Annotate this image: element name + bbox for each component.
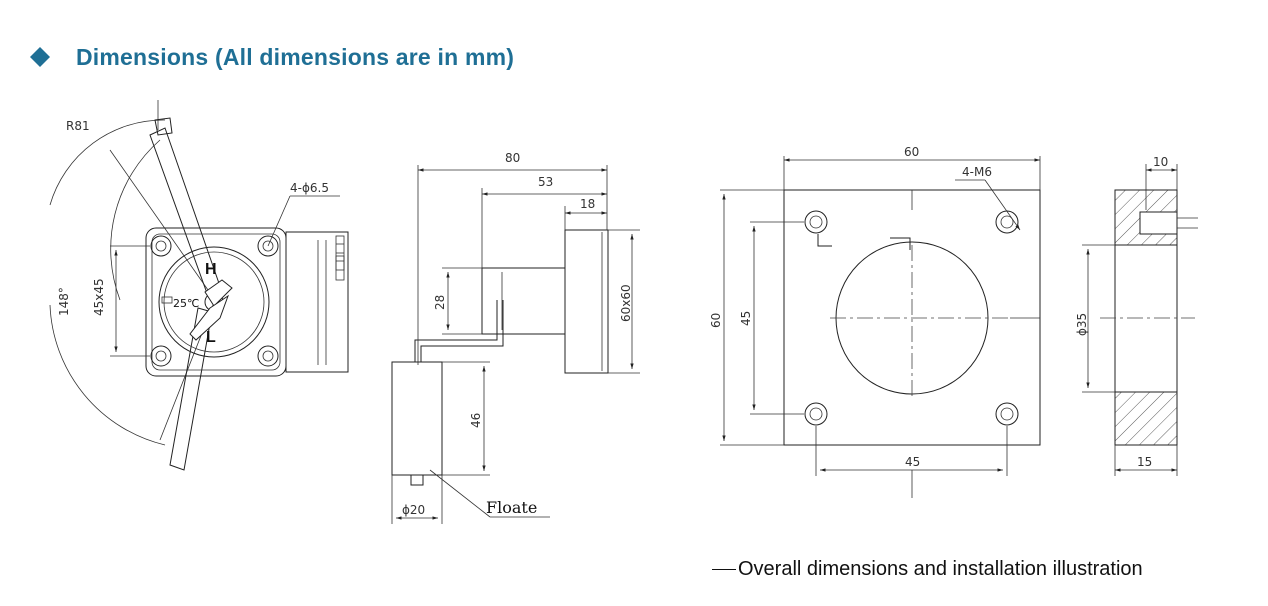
flange-plate <box>783 189 1041 446</box>
mount-hole <box>257 235 279 257</box>
temperature-mark: 25℃ <box>173 297 199 310</box>
front-view: H L 25℃ 45x45 R81 148° 4-ϕ6.5 <box>49 100 349 471</box>
holes-label: 4-ϕ6.5 <box>290 181 329 195</box>
float-body <box>391 361 443 476</box>
terminal-block <box>285 231 349 373</box>
stem-height-label: 28 <box>433 295 447 310</box>
flange-width-label: 60 <box>904 145 919 159</box>
head-size-label: 60x60 <box>619 284 633 322</box>
flange-height-label: 60 <box>709 313 723 328</box>
high-mark: H <box>205 261 217 278</box>
angle-label: 148° <box>57 287 71 316</box>
radius-leader <box>109 149 216 301</box>
low-mark: L <box>206 329 216 346</box>
needle-upper <box>204 279 233 307</box>
gauge-head <box>564 229 609 374</box>
head-length-label: 18 <box>580 197 595 211</box>
caption-dash <box>712 569 736 571</box>
thread-hole <box>995 402 1019 426</box>
bore-label: ϕ35 <box>1075 313 1089 336</box>
flange-front-view: 60 60 45 45 4-M6 <box>709 145 1041 498</box>
page-title: Dimensions (All dimensions are in mm) <box>76 43 515 70</box>
overall-length-label: 80 <box>505 151 520 165</box>
diamond-icon <box>30 47 50 67</box>
mount-hole <box>150 345 172 367</box>
caption-text: Overall dimensions and installation illu… <box>738 558 1143 580</box>
body-length-label: 53 <box>538 175 553 189</box>
radius-arc-bottom <box>49 304 166 446</box>
float-diameter-label: ϕ20 <box>402 503 425 517</box>
hole-spacing-v-label: 45 <box>739 311 753 326</box>
radius-label: R81 <box>66 119 90 133</box>
section-top-label: 10 <box>1153 155 1168 169</box>
needle-lower <box>189 294 229 341</box>
side-view: Floate 80 53 18 60x60 28 46 ϕ20 <box>391 151 640 524</box>
thickness-label: 15 <box>1137 455 1152 469</box>
flange-section-view: 10 ϕ35 15 <box>1075 155 1198 476</box>
figure-caption: Overall dimensions and installation illu… <box>712 558 1143 581</box>
hole-spacing-h-label: 45 <box>905 455 920 469</box>
thread-hole <box>804 210 828 234</box>
float-label: Floate <box>486 498 537 517</box>
thread-label: 4-M6 <box>962 165 992 179</box>
radius-arc-top <box>49 119 166 206</box>
angle-arc <box>110 139 161 301</box>
mount-hole <box>257 345 279 367</box>
dial-face <box>158 246 270 358</box>
gauge-stem <box>481 267 566 335</box>
section-header: Dimensions (All dimensions are in mm) <box>30 40 514 74</box>
mount-hole <box>150 235 172 257</box>
float-rod <box>414 300 498 362</box>
thread-hole <box>804 402 828 426</box>
mount-dim-label: 45x45 <box>92 278 106 316</box>
float-height-label: 46 <box>469 413 483 428</box>
